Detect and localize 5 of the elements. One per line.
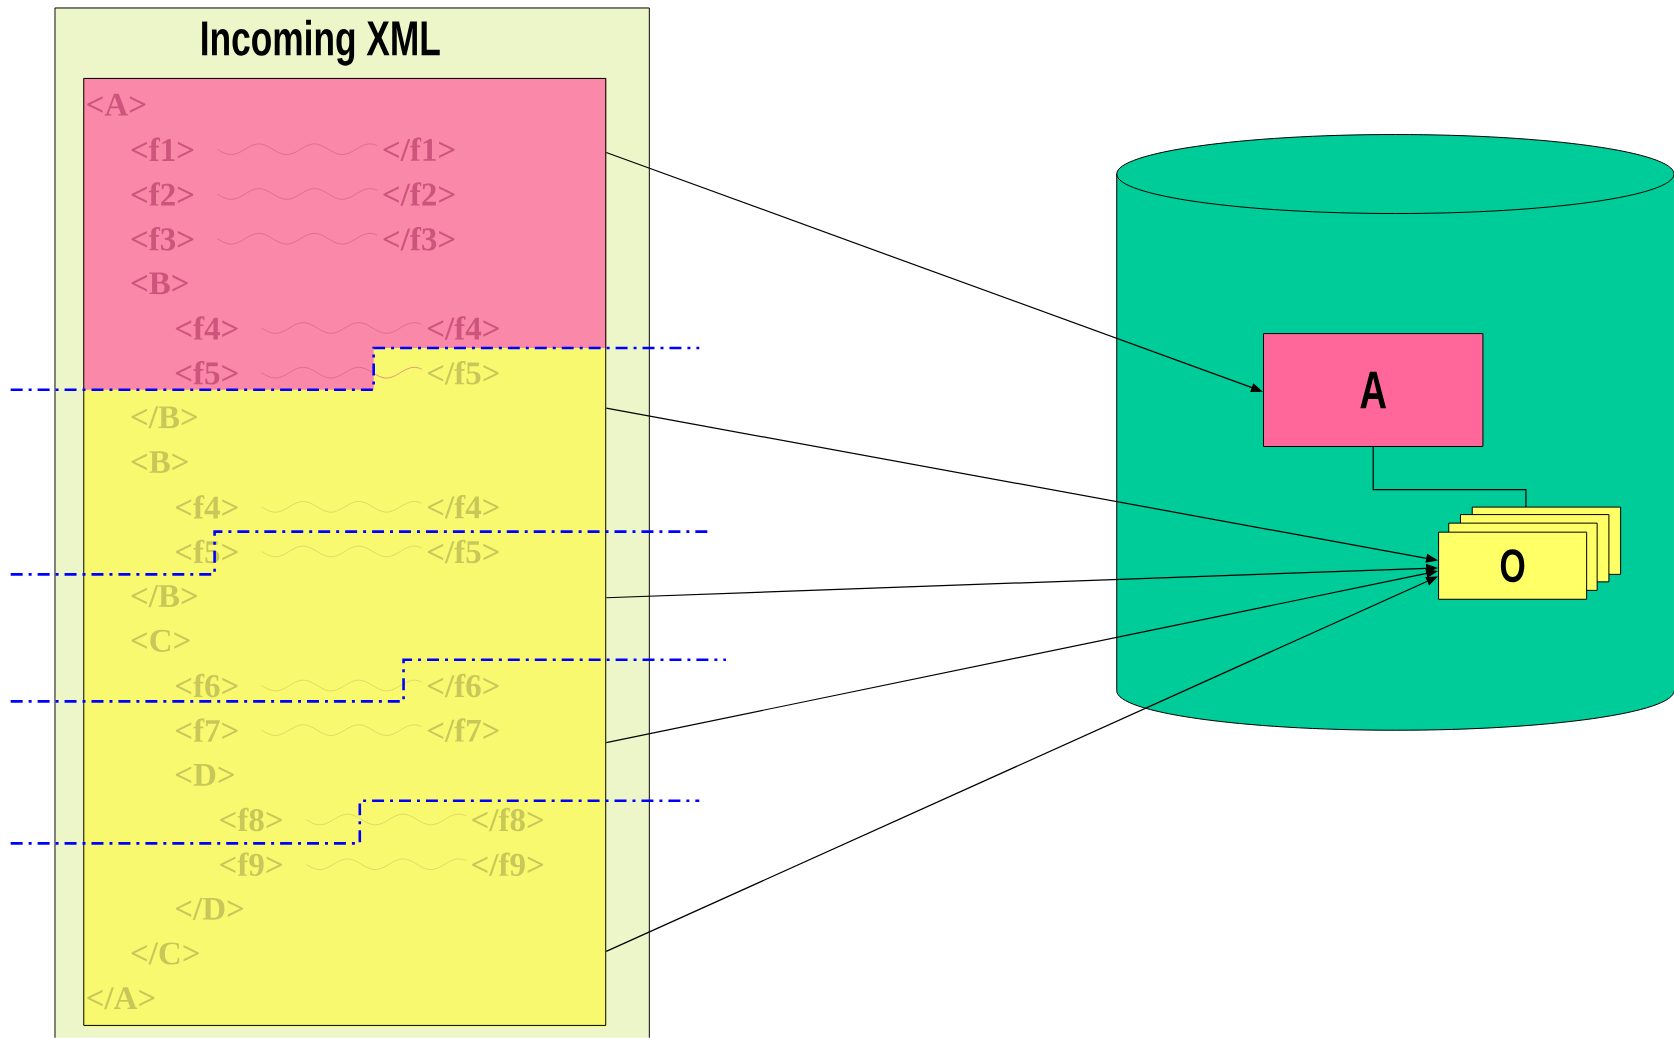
table-box: A — [1263, 333, 1484, 448]
stacked-box: O — [1438, 506, 1622, 600]
connector-line — [1372, 446, 1527, 508]
document-box — [83, 78, 607, 1027]
title: Incoming XML — [202, 19, 440, 66]
